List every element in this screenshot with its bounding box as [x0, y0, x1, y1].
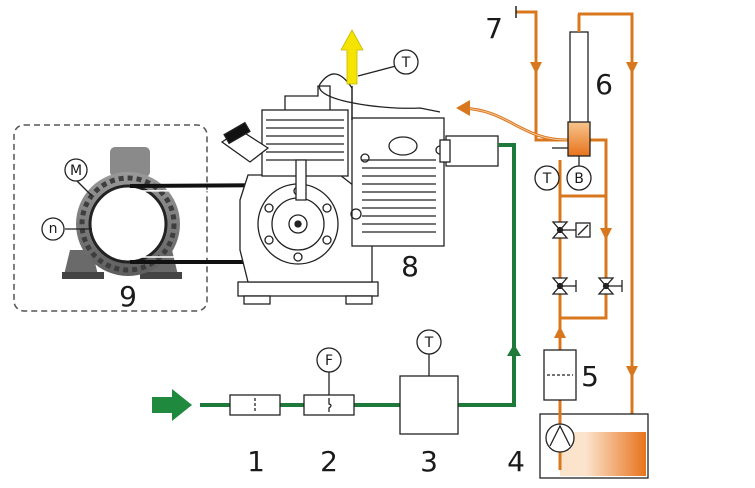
exhaust-t-leader [357, 65, 397, 77]
engine-group [220, 73, 445, 305]
label-5: 5 [581, 360, 599, 393]
engine-side-cover [351, 117, 445, 247]
motor-n-sensor-label: n [49, 221, 58, 237]
motor-fins [79, 175, 177, 273]
item-5-fuel-filter: 5 [543, 349, 599, 401]
item-2-flow-meter: F 2 [303, 347, 355, 478]
label-1: 1 [247, 445, 265, 478]
engine-filter-cap [223, 121, 251, 145]
label-7: 7 [485, 12, 503, 45]
label-4: 4 [507, 445, 525, 478]
motor-terminal-box [110, 147, 150, 177]
label-3: 3 [420, 445, 438, 478]
carburetor-connector [439, 139, 451, 163]
fuel-line-inner-highlight [461, 107, 569, 141]
exhaust-t-sensor [393, 49, 419, 75]
air-line-up-arrow [507, 344, 521, 356]
side-cover-fins [362, 159, 436, 233]
reservoir-t-sensor-label: T [542, 171, 552, 187]
engine-flywheel-center [294, 220, 302, 228]
engine-base [237, 281, 379, 297]
item-1-air-filter: 1 [229, 394, 281, 478]
motor-pulley [88, 184, 168, 264]
engine-base-foot-right [345, 295, 373, 305]
fuel-down-arrow-a [530, 62, 542, 74]
reservoir-b-sensor [566, 165, 592, 191]
motor-n-sensor [41, 217, 65, 241]
fuel-down-arrow-b [626, 62, 638, 74]
engine-sensor-wire [318, 73, 441, 113]
fuel-down-arrow-d [626, 366, 638, 378]
fuel-hose-arrow [456, 100, 470, 116]
flywheel-bolts [264, 186, 332, 262]
electric-motor-group: M n 9 [13, 124, 208, 313]
engine-exhaust-pipe [284, 85, 331, 110]
solenoid-valve [551, 221, 591, 239]
item-6-measuring-reservoir: 6 T B [534, 14, 613, 191]
label-6: 6 [595, 68, 613, 101]
motor-m-sensor-label: M [70, 163, 82, 179]
engine-brand-emblem [388, 136, 418, 156]
label-8: 8 [401, 250, 419, 283]
motor-dashed-frame [13, 124, 208, 312]
engine-bolt-a [360, 153, 370, 163]
engine-bolt-c [350, 208, 362, 220]
carburetor-block [439, 135, 499, 167]
tank-t-sensor [416, 329, 442, 355]
label-2: 2 [320, 445, 338, 478]
engine-governor-lever [295, 159, 307, 201]
manual-valve-right [597, 277, 623, 295]
motor-m-sensor [64, 158, 88, 182]
motor-base-plate-left [62, 272, 104, 279]
flow-f-sensor [316, 347, 342, 373]
carburetor-body [445, 135, 499, 167]
fuel-down-arrow-c [600, 228, 612, 240]
tank-t-sensor-label: T [424, 335, 434, 351]
item-3-air-tank: T 3 [399, 329, 459, 478]
inlet-arrow [152, 389, 192, 421]
exhaust-t-sensor-label: T [401, 55, 411, 71]
item-4-fuel-tank: 4 [507, 410, 649, 479]
motor-m-leader [75, 179, 93, 197]
motor-base-plate-right [140, 272, 182, 279]
reservoir-t-sensor [534, 165, 560, 191]
engine-base-foot-left [243, 295, 271, 305]
reservoir-b-sensor-label: B [574, 171, 584, 187]
flow-f-sensor-label: F [325, 353, 333, 369]
exhaust-sensor-group: T [340, 29, 419, 120]
fuel-pump [545, 423, 575, 453]
air-line [200, 143, 516, 407]
label-9: 9 [119, 280, 137, 313]
fuel-up-arrow [554, 326, 566, 338]
exhaust-arrow [340, 29, 364, 85]
manual-valve-left [551, 277, 577, 295]
